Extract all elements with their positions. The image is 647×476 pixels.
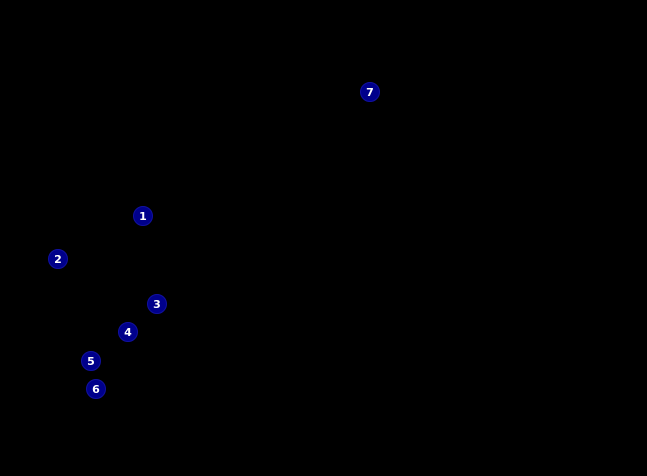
callout-marker-3[interactable]: 3 [147,294,167,314]
callout-marker-2[interactable]: 2 [48,249,68,269]
callout-marker-4[interactable]: 4 [118,322,138,342]
callout-marker-7[interactable]: 7 [360,82,380,102]
callout-marker-1[interactable]: 1 [133,206,153,226]
callout-marker-6[interactable]: 6 [86,379,106,399]
callout-marker-5[interactable]: 5 [81,351,101,371]
